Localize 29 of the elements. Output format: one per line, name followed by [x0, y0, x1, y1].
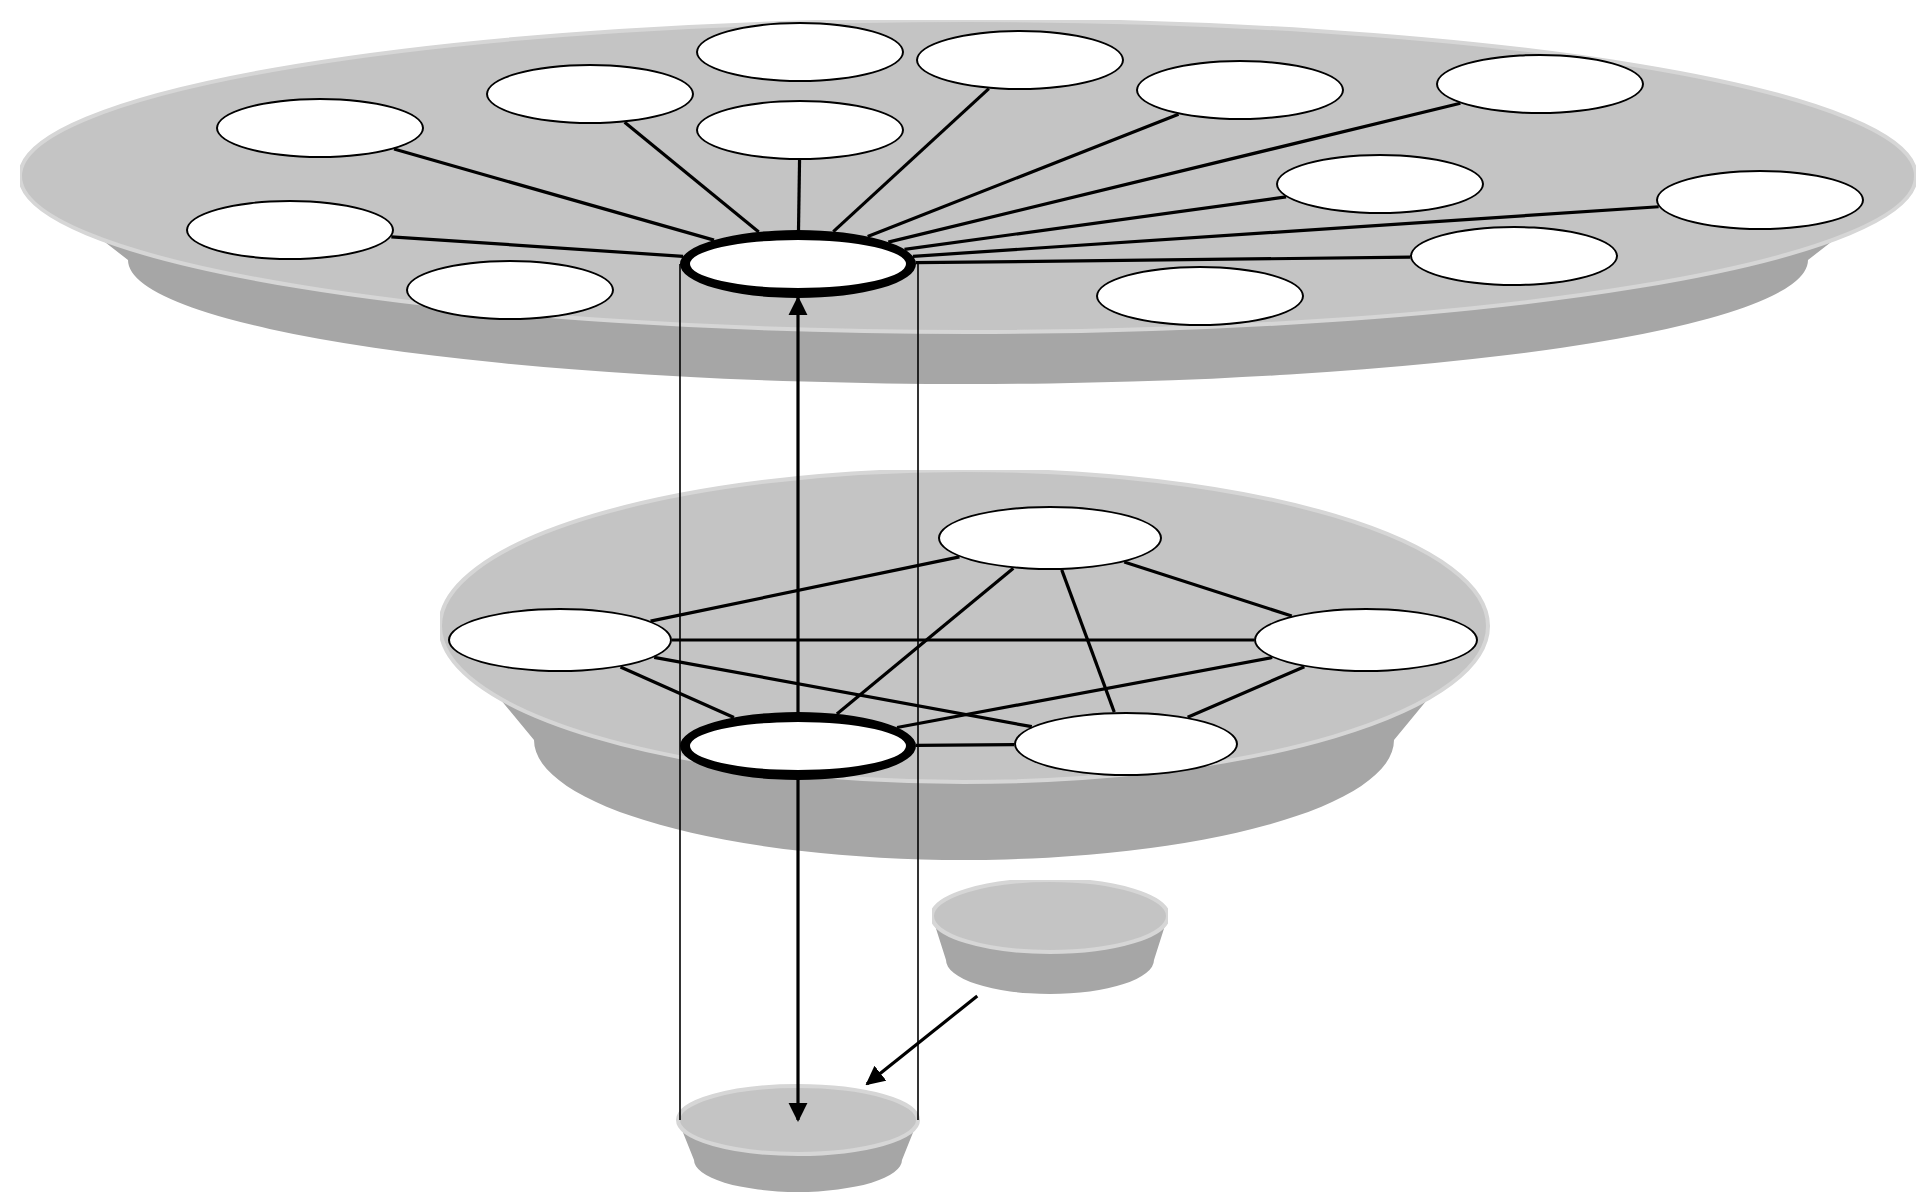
connector-line — [672, 638, 1254, 642]
connector-line — [915, 743, 1015, 747]
connector-line — [917, 263, 919, 1121]
connector-line — [623, 121, 760, 234]
platform-disc — [20, 20, 1916, 384]
connector-line — [915, 255, 1411, 265]
platform-disc — [440, 470, 1490, 860]
connector-line — [391, 235, 684, 258]
connector-line — [393, 147, 715, 242]
connector-line — [1123, 560, 1293, 618]
connector-line — [653, 655, 1033, 729]
connector-line — [679, 263, 681, 1121]
arrow — [788, 296, 808, 712]
connector-line — [619, 665, 735, 719]
connector-line — [912, 205, 1659, 258]
connector-line — [904, 195, 1287, 251]
connector-line — [796, 159, 802, 231]
connector-line — [867, 112, 1180, 239]
connector-line — [896, 655, 1273, 730]
arrow — [788, 780, 808, 1122]
connector-line — [1060, 569, 1116, 713]
arrow — [865, 994, 979, 1086]
connector-line — [835, 567, 1015, 716]
connector-line — [650, 555, 960, 623]
connector-line — [1187, 665, 1305, 719]
platform-disc — [932, 880, 1168, 996]
connector-line — [832, 87, 990, 233]
connector-line — [887, 101, 1461, 244]
platform-disc — [676, 1084, 920, 1194]
